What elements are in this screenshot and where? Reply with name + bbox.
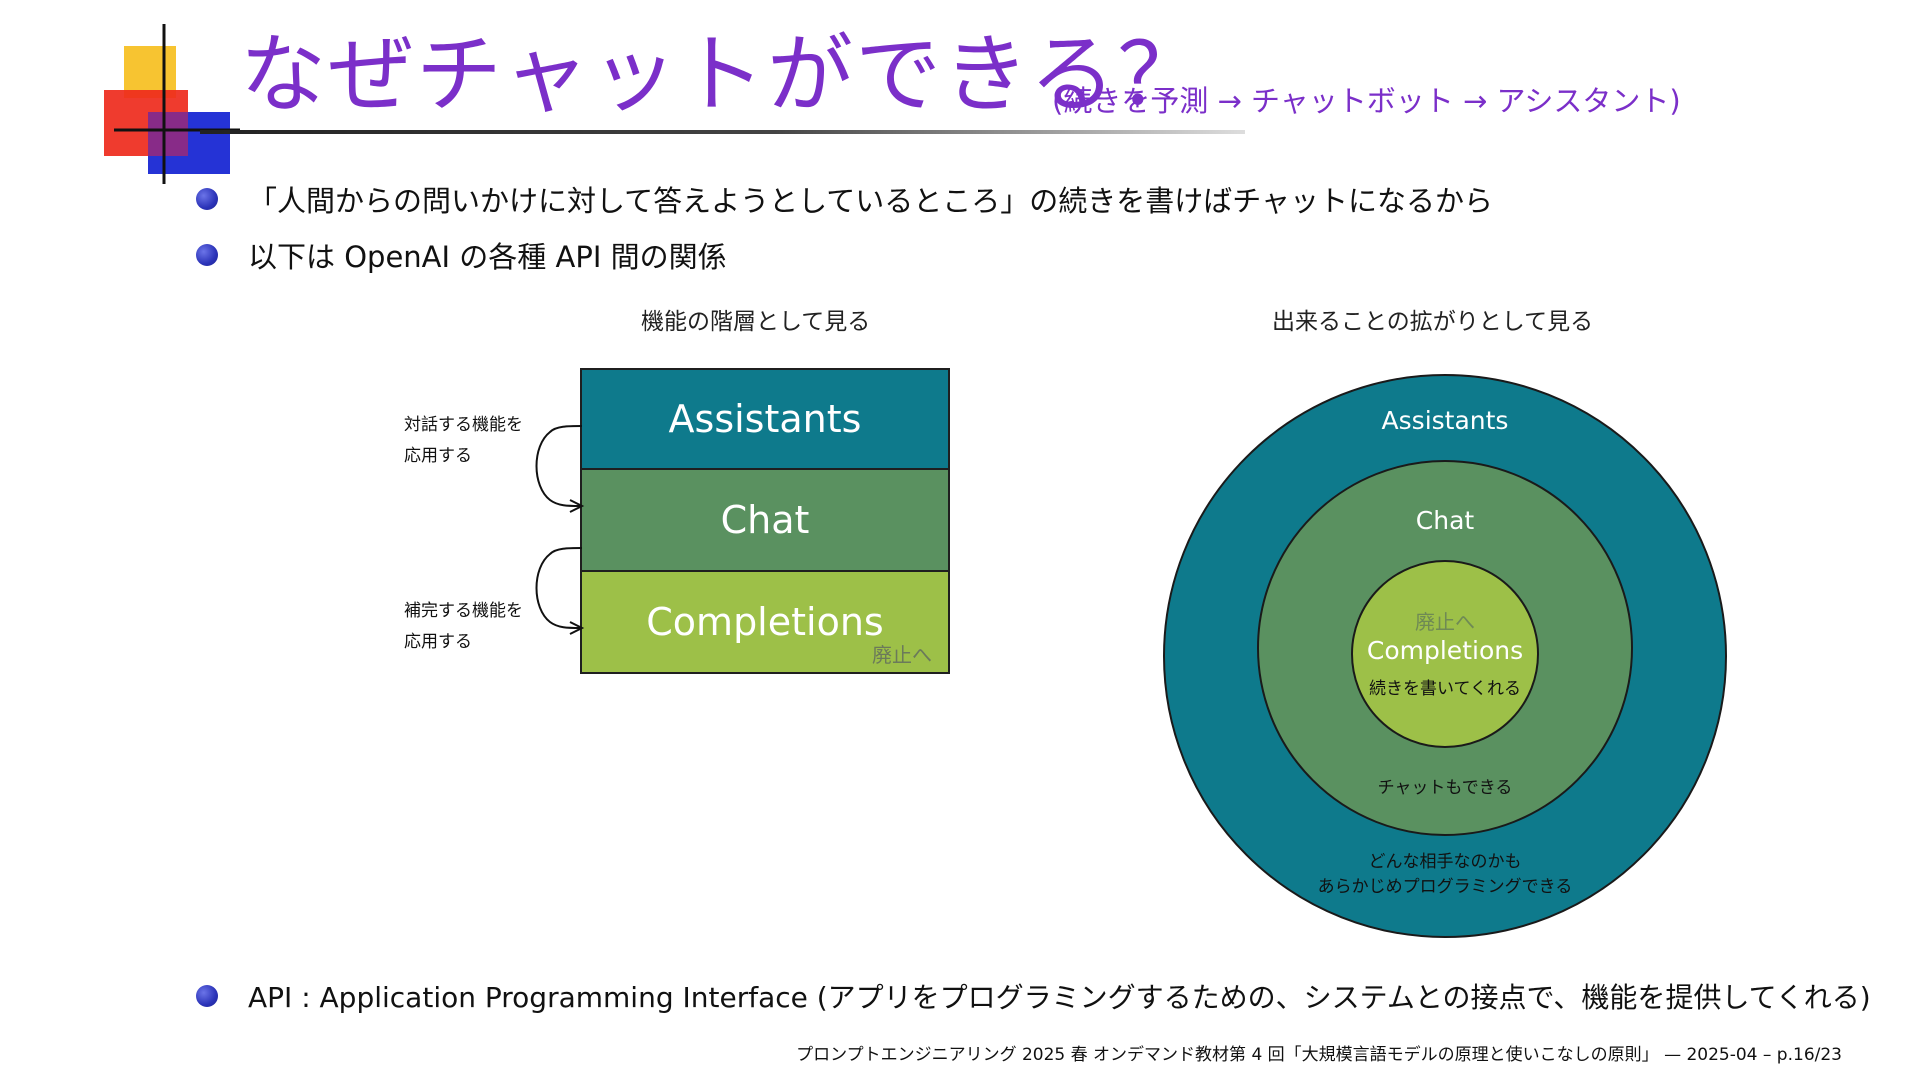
applies-arrows xyxy=(535,425,585,635)
note-bottom: 補完する機能を 応用する xyxy=(404,596,523,658)
layer-completions: Completions 廃止へ xyxy=(580,572,950,674)
circle-deprecated: 廃止へ xyxy=(1415,610,1475,634)
layer-label: Chat xyxy=(720,498,810,542)
left-diagram-caption: 機能の階層として見る xyxy=(641,309,871,335)
bullet-icon xyxy=(196,244,218,266)
circle-label-chat: Chat xyxy=(1415,506,1475,535)
arrowhead-icon xyxy=(569,621,585,635)
circle-label-completions: Completions xyxy=(1366,636,1524,665)
layer-assistants: Assistants xyxy=(580,368,950,470)
slide-subtitle: (続きを予測 → チャットボット → アシスタント) xyxy=(1052,84,1681,118)
circle-label-assistants: Assistants xyxy=(1381,406,1509,435)
circle-desc-line: どんな相手なのかも xyxy=(1368,852,1522,872)
bullet-item: API : Application Programming Interface … xyxy=(196,976,1871,1016)
circle-desc-completions: 続きを書いてくれる xyxy=(1369,679,1521,699)
note-line: 応用する xyxy=(404,632,472,652)
note-top: 対話する機能を 応用する xyxy=(404,410,523,472)
slide-footer: プロンプトエンジニアリング 2025 春 オンデマンド教材第 4 回「大規模言語… xyxy=(796,1045,1842,1065)
api-layer-stack: Assistants Chat Completions 廃止へ xyxy=(580,368,950,674)
bullet-text: 「人間からの問いかけに対して答えようとしているところ」の続きを書けばチャットにな… xyxy=(248,184,1493,218)
circle-desc-assistants: どんな相手なのかも あらかじめプログラミングできる xyxy=(1318,850,1573,900)
bullet-item: 「人間からの問いかけに対して答えようとしているところ」の続きを書けばチャットにな… xyxy=(196,178,1493,220)
note-line: 対話する機能を xyxy=(404,415,523,435)
layer-label: Assistants xyxy=(668,397,862,441)
title-underline xyxy=(200,130,1245,134)
slide-title: なぜチャットができる？ xyxy=(240,25,1206,125)
note-line: 応用する xyxy=(404,446,472,466)
arrow-curve xyxy=(535,547,583,629)
circle-desc-chat: チャットもできる xyxy=(1377,778,1513,798)
slide-logo xyxy=(104,24,240,184)
right-diagram-caption: 出来ることの拡がりとして見る xyxy=(1272,309,1594,335)
circles-graphic xyxy=(1163,374,1727,938)
deprecated-label: 廃止へ xyxy=(872,643,932,667)
bullet-text: 以下は OpenAI の各種 API 間の関係 xyxy=(248,240,727,274)
bullet-icon xyxy=(196,985,218,1007)
circle-desc-line: あらかじめプログラミングできる xyxy=(1317,877,1573,897)
note-line: 補完する機能を xyxy=(404,601,523,621)
bullet-text: API : Application Programming Interface … xyxy=(248,981,1871,1014)
arrow-curve xyxy=(535,425,583,507)
layer-chat: Chat xyxy=(580,470,950,572)
bullet-item: 以下は OpenAI の各種 API 間の関係 xyxy=(196,234,727,276)
bullet-icon xyxy=(196,188,218,210)
circle-completions xyxy=(1351,560,1539,748)
layer-label: Completions xyxy=(646,600,884,644)
arrowhead-icon xyxy=(569,499,585,513)
